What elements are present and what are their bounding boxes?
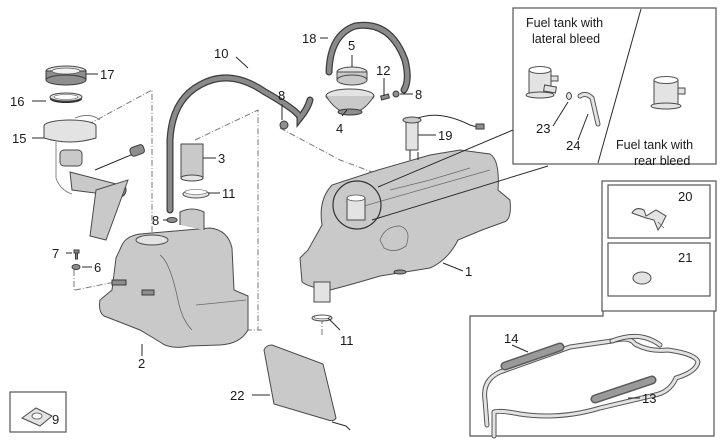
callout-3: 3 <box>218 151 225 166</box>
callout-19: 19 <box>438 128 452 143</box>
part-2-auxiliary-tank[interactable] <box>99 208 249 348</box>
part-8-ring-c[interactable] <box>392 90 400 98</box>
rear-bleed-caption-line1: Fuel tank with <box>616 138 693 152</box>
callout-8a: 8 <box>152 213 159 228</box>
callout-13: 13 <box>642 391 656 406</box>
callout-4: 4 <box>336 121 343 136</box>
inset-divider <box>597 8 642 164</box>
part-12-valve[interactable] <box>380 93 390 101</box>
callout-14: 14 <box>504 331 518 346</box>
part-20-clip[interactable] <box>631 208 667 232</box>
callout-11a: 11 <box>222 186 236 201</box>
part-21-clamp[interactable] <box>632 271 652 285</box>
callout-22: 22 <box>230 388 244 403</box>
part-7-screw[interactable] <box>73 249 80 260</box>
clip-inset-group <box>601 180 717 312</box>
detail-connector-lines <box>371 129 549 221</box>
bleed-variant-inset <box>512 7 717 165</box>
callout-24: 24 <box>566 138 580 153</box>
hose-set-frame <box>469 311 715 437</box>
lateral-bleed-caption-line1: Fuel tank with <box>526 16 603 30</box>
callout-18: 18 <box>302 31 316 46</box>
callout-1: 1 <box>465 264 472 279</box>
callout-20: 20 <box>678 189 692 204</box>
callout-15: 15 <box>12 131 26 146</box>
callout-17: 17 <box>100 67 114 82</box>
callout-21: 21 <box>678 250 692 265</box>
part-24-bleed-hose[interactable] <box>577 91 601 127</box>
hose-set-inset <box>469 311 715 439</box>
part-5-filler-cap[interactable] <box>336 66 368 86</box>
rear-bleed-caption-line2: rear bleed <box>634 154 690 168</box>
callout-labels: 1 2 3 4 5 6 7 8 8 8 9 10 11 11 12 13 14 … <box>10 31 692 427</box>
lateral-bleed-caption-line2: lateral bleed <box>532 32 600 46</box>
callout-7: 7 <box>52 246 59 261</box>
part-10-vent-hose[interactable] <box>166 74 314 214</box>
callout-12: 12 <box>376 63 390 78</box>
part-19-level-sender[interactable] <box>402 114 485 151</box>
part-23-ring[interactable] <box>566 92 572 100</box>
part-4-filler-neck[interactable] <box>325 88 375 116</box>
rear-bleed-filler-neck[interactable] <box>650 76 686 110</box>
callout-6: 6 <box>94 260 101 275</box>
callout-9: 9 <box>52 412 59 427</box>
callout-2: 2 <box>138 356 145 371</box>
part-13-sleeve[interactable] <box>590 375 657 404</box>
part-17-lock-ring[interactable] <box>45 65 87 86</box>
part-6-grommet[interactable] <box>71 264 81 270</box>
inset-captions: Fuel tank with lateral bleed Fuel tank w… <box>526 16 693 168</box>
inset-frame <box>512 7 717 165</box>
leader-lines <box>32 37 640 399</box>
part-16-seal[interactable] <box>49 92 83 103</box>
callout-11b: 11 <box>340 333 354 348</box>
part-8-ring-b[interactable] <box>279 120 289 130</box>
part-20-box <box>607 184 711 239</box>
callout-16: 16 <box>10 94 24 109</box>
part-1-main-fuel-tank[interactable] <box>299 149 511 303</box>
part-18-vent-hose[interactable] <box>325 21 411 94</box>
part-11-hose-clamp-lower[interactable] <box>311 314 333 322</box>
part-9-inset-box[interactable] <box>9 391 67 433</box>
part-14-sleeve[interactable] <box>500 342 565 371</box>
clip-inset-frame <box>601 180 717 312</box>
part-8-ring-a[interactable] <box>166 217 178 223</box>
callout-8b: 8 <box>278 88 285 103</box>
part-15-fuel-pump[interactable] <box>43 115 145 241</box>
hose-set-loop[interactable] <box>482 333 701 439</box>
callout-23: 23 <box>536 121 550 136</box>
callout-5: 5 <box>348 38 355 53</box>
part-3-filter-sleeve[interactable] <box>180 143 204 182</box>
lateral-bleed-filler-neck[interactable] <box>525 66 559 99</box>
part-21-box <box>607 242 711 297</box>
callout-10: 10 <box>214 46 228 61</box>
part-11-hose-clamp-upper[interactable] <box>182 189 210 199</box>
part-22-protection-plate[interactable] <box>263 344 351 431</box>
callout-8c: 8 <box>415 87 422 102</box>
